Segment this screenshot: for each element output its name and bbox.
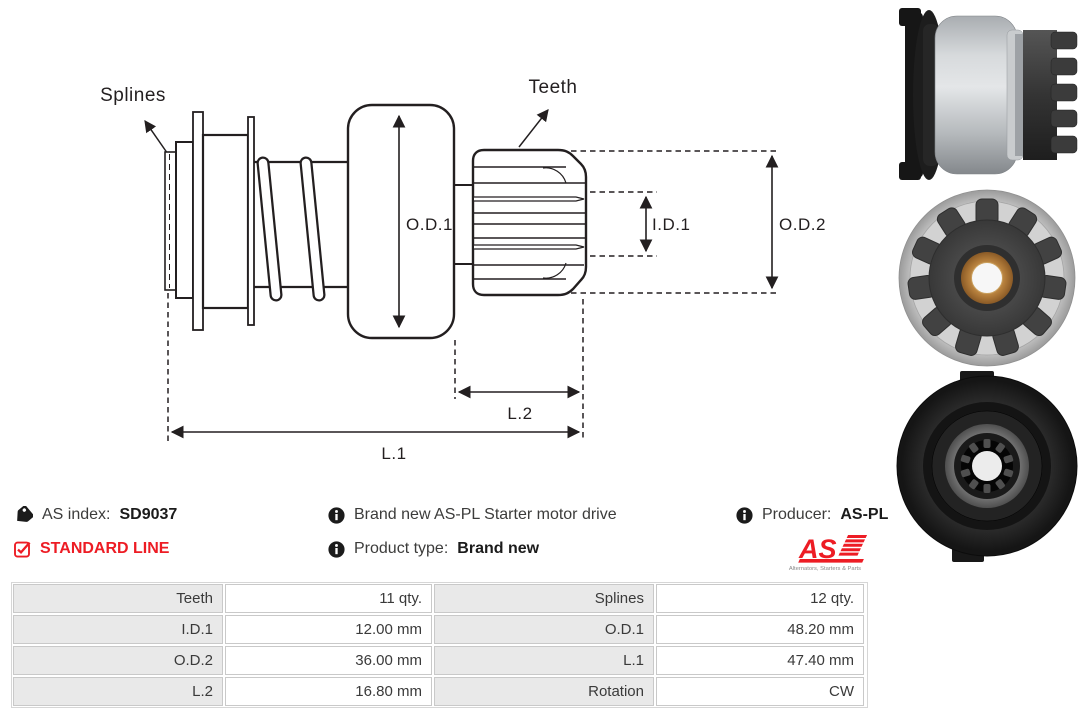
aspl-brand-logo: AS Alternators, Starters & Parts bbox=[789, 534, 867, 571]
spec-value: 36.00 mm bbox=[225, 646, 432, 675]
splines-label: Splines bbox=[100, 85, 166, 106]
logo-stripes bbox=[798, 535, 867, 563]
as-index-row: AS index: SD9037 bbox=[14, 505, 177, 525]
product-type-row: Product type: Brand new bbox=[328, 539, 539, 559]
product-type-label: Product type: bbox=[354, 540, 449, 557]
tag-icon bbox=[14, 505, 33, 525]
spec-label: L.1 bbox=[434, 646, 654, 675]
splined-shaft bbox=[164, 151, 177, 291]
spec-value: 11 qty. bbox=[225, 584, 432, 613]
as-index-label: AS index: bbox=[42, 506, 111, 523]
product-type-value: Brand new bbox=[457, 540, 540, 557]
spec-label: Splines bbox=[434, 584, 654, 613]
spec-label: O.D.2 bbox=[13, 646, 223, 675]
drive-collar bbox=[175, 141, 194, 299]
standard-line-row: STANDARD LINE bbox=[14, 539, 169, 559]
spec-label: L.2 bbox=[13, 677, 223, 706]
spec-value: 16.80 mm bbox=[225, 677, 432, 706]
drive-hub bbox=[201, 133, 250, 310]
l1-label: L.1 bbox=[381, 444, 406, 463]
spec-label: I.D.1 bbox=[13, 615, 223, 644]
info-icon bbox=[328, 540, 345, 558]
spec-label: O.D.1 bbox=[434, 615, 654, 644]
extension-lines bbox=[167, 150, 780, 441]
logo-tagline: Alternators, Starters & Parts bbox=[789, 566, 861, 571]
od2-label: O.D.2 bbox=[779, 215, 826, 234]
od1-label: O.D.1 bbox=[406, 215, 453, 234]
spec-value: 47.40 mm bbox=[656, 646, 864, 675]
info-icon bbox=[736, 506, 753, 524]
technical-drawing: Splines Teeth O.D.1 bbox=[100, 77, 826, 463]
product-photo-rear-view bbox=[890, 371, 1080, 563]
spec-table: Teeth 11 qty. Splines 12 qty. I.D.1 12.0… bbox=[11, 582, 868, 708]
description-row: Brand new AS-PL Starter motor drive bbox=[328, 505, 617, 525]
product-photo-front-view bbox=[888, 187, 1080, 371]
product-photo-side-view bbox=[883, 4, 1079, 186]
checked-checkbox-icon bbox=[14, 541, 31, 558]
spec-value: 12.00 mm bbox=[225, 615, 432, 644]
spec-value: CW bbox=[656, 677, 864, 706]
teeth-leader-arrow bbox=[518, 109, 549, 148]
splines-leader-arrow bbox=[144, 120, 171, 158]
l2-label: L.2 bbox=[507, 404, 532, 423]
product-description: Brand new AS-PL Starter motor drive bbox=[354, 506, 617, 523]
producer-value: AS-PL bbox=[840, 506, 889, 523]
rear-flange bbox=[247, 116, 255, 326]
standard-line-label: STANDARD LINE bbox=[40, 540, 170, 557]
pinion-teeth bbox=[1023, 30, 1078, 160]
teeth-label: Teeth bbox=[529, 77, 578, 98]
spline-bore bbox=[960, 439, 1014, 493]
spring bbox=[254, 156, 350, 302]
front-flange bbox=[192, 111, 204, 331]
spec-label: Teeth bbox=[13, 584, 223, 613]
producer-row: Producer: AS-PL bbox=[736, 505, 888, 525]
spec-value: 48.20 mm bbox=[656, 615, 864, 644]
center-bore bbox=[971, 262, 1003, 294]
spec-value: 12 qty. bbox=[656, 584, 864, 613]
drive-barrel bbox=[934, 15, 1018, 175]
info-icon bbox=[328, 506, 345, 524]
producer-label: Producer: bbox=[762, 506, 832, 523]
spec-label: Rotation bbox=[434, 677, 654, 706]
pinion-gear bbox=[471, 148, 588, 297]
as-index-value: SD9037 bbox=[119, 506, 178, 523]
id1-label: I.D.1 bbox=[652, 215, 690, 234]
